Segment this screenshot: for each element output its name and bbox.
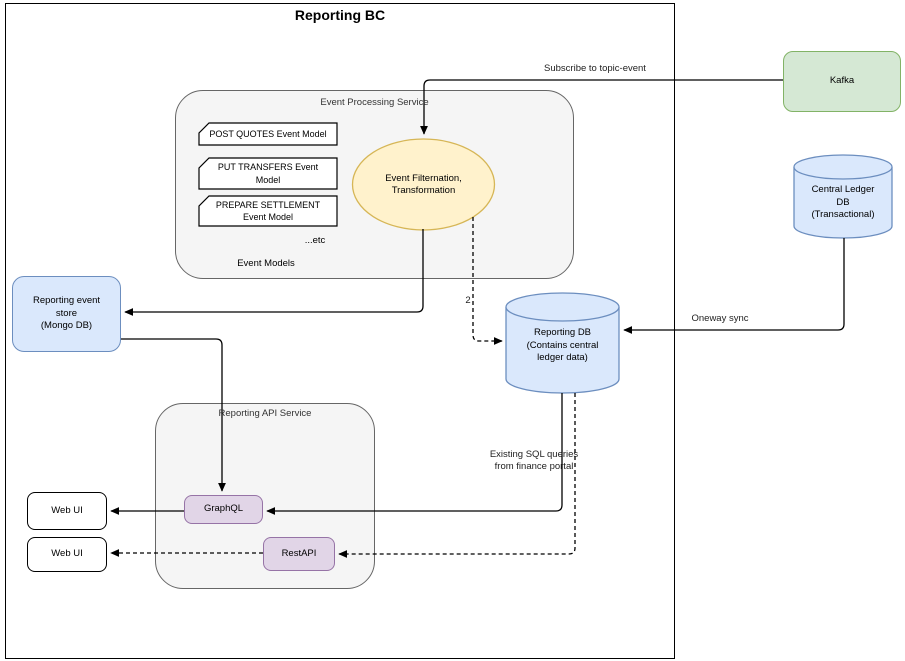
post-quotes-card-shape [198, 122, 338, 146]
edge-reporting-db-to-graphql [266, 393, 563, 515]
edge-event-store-to-graphql [121, 338, 226, 492]
subscribe-edge-label: Subscribe to topic-event [544, 63, 646, 74]
central-ledger-db-cylinder-top [793, 154, 893, 180]
event-processing-service-label: Event Processing Service [320, 97, 429, 108]
graphql-node: GraphQL [184, 495, 263, 524]
put-transfers-card-shape [198, 157, 338, 190]
reporting-bc-boundary [5, 3, 675, 659]
edge-kafka-to-filternation [420, 79, 783, 135]
restapi-node: RestAPI [263, 537, 335, 571]
event-filternation-ellipse [351, 138, 496, 231]
web-ui-bottom-node: Web UI [27, 537, 107, 572]
edge-filternation-to-reporting-db-dashed [472, 217, 503, 345]
edge-central-ledger-to-reporting-db [623, 238, 845, 334]
reporting-db-cylinder-body [505, 307, 620, 394]
reporting-api-service-label: Reporting API Service [218, 408, 312, 419]
reporting-db-cylinder-top [505, 292, 620, 322]
web-ui-top-node: Web UI [27, 492, 107, 530]
diagram-title: Reporting BC [294, 7, 386, 23]
oneway-sync-edge-label: Oneway sync [691, 313, 749, 324]
prepare-settlement-card-shape [198, 195, 338, 227]
edge-filternation-to-event-store [124, 229, 424, 316]
event-models-label: Event Models [237, 258, 295, 269]
step-2-edge-label: 2 [465, 295, 471, 306]
kafka-node: Kafka [783, 51, 901, 112]
etc-label: ...etc [304, 235, 326, 246]
reporting-event-store-node: Reporting event store (Mongo DB) [12, 276, 121, 352]
sql-queries-edge-label: Existing SQL queries from finance portal [489, 449, 579, 472]
edge-reporting-db-to-restapi-dashed [338, 393, 576, 558]
central-ledger-db-cylinder-body [793, 167, 893, 239]
